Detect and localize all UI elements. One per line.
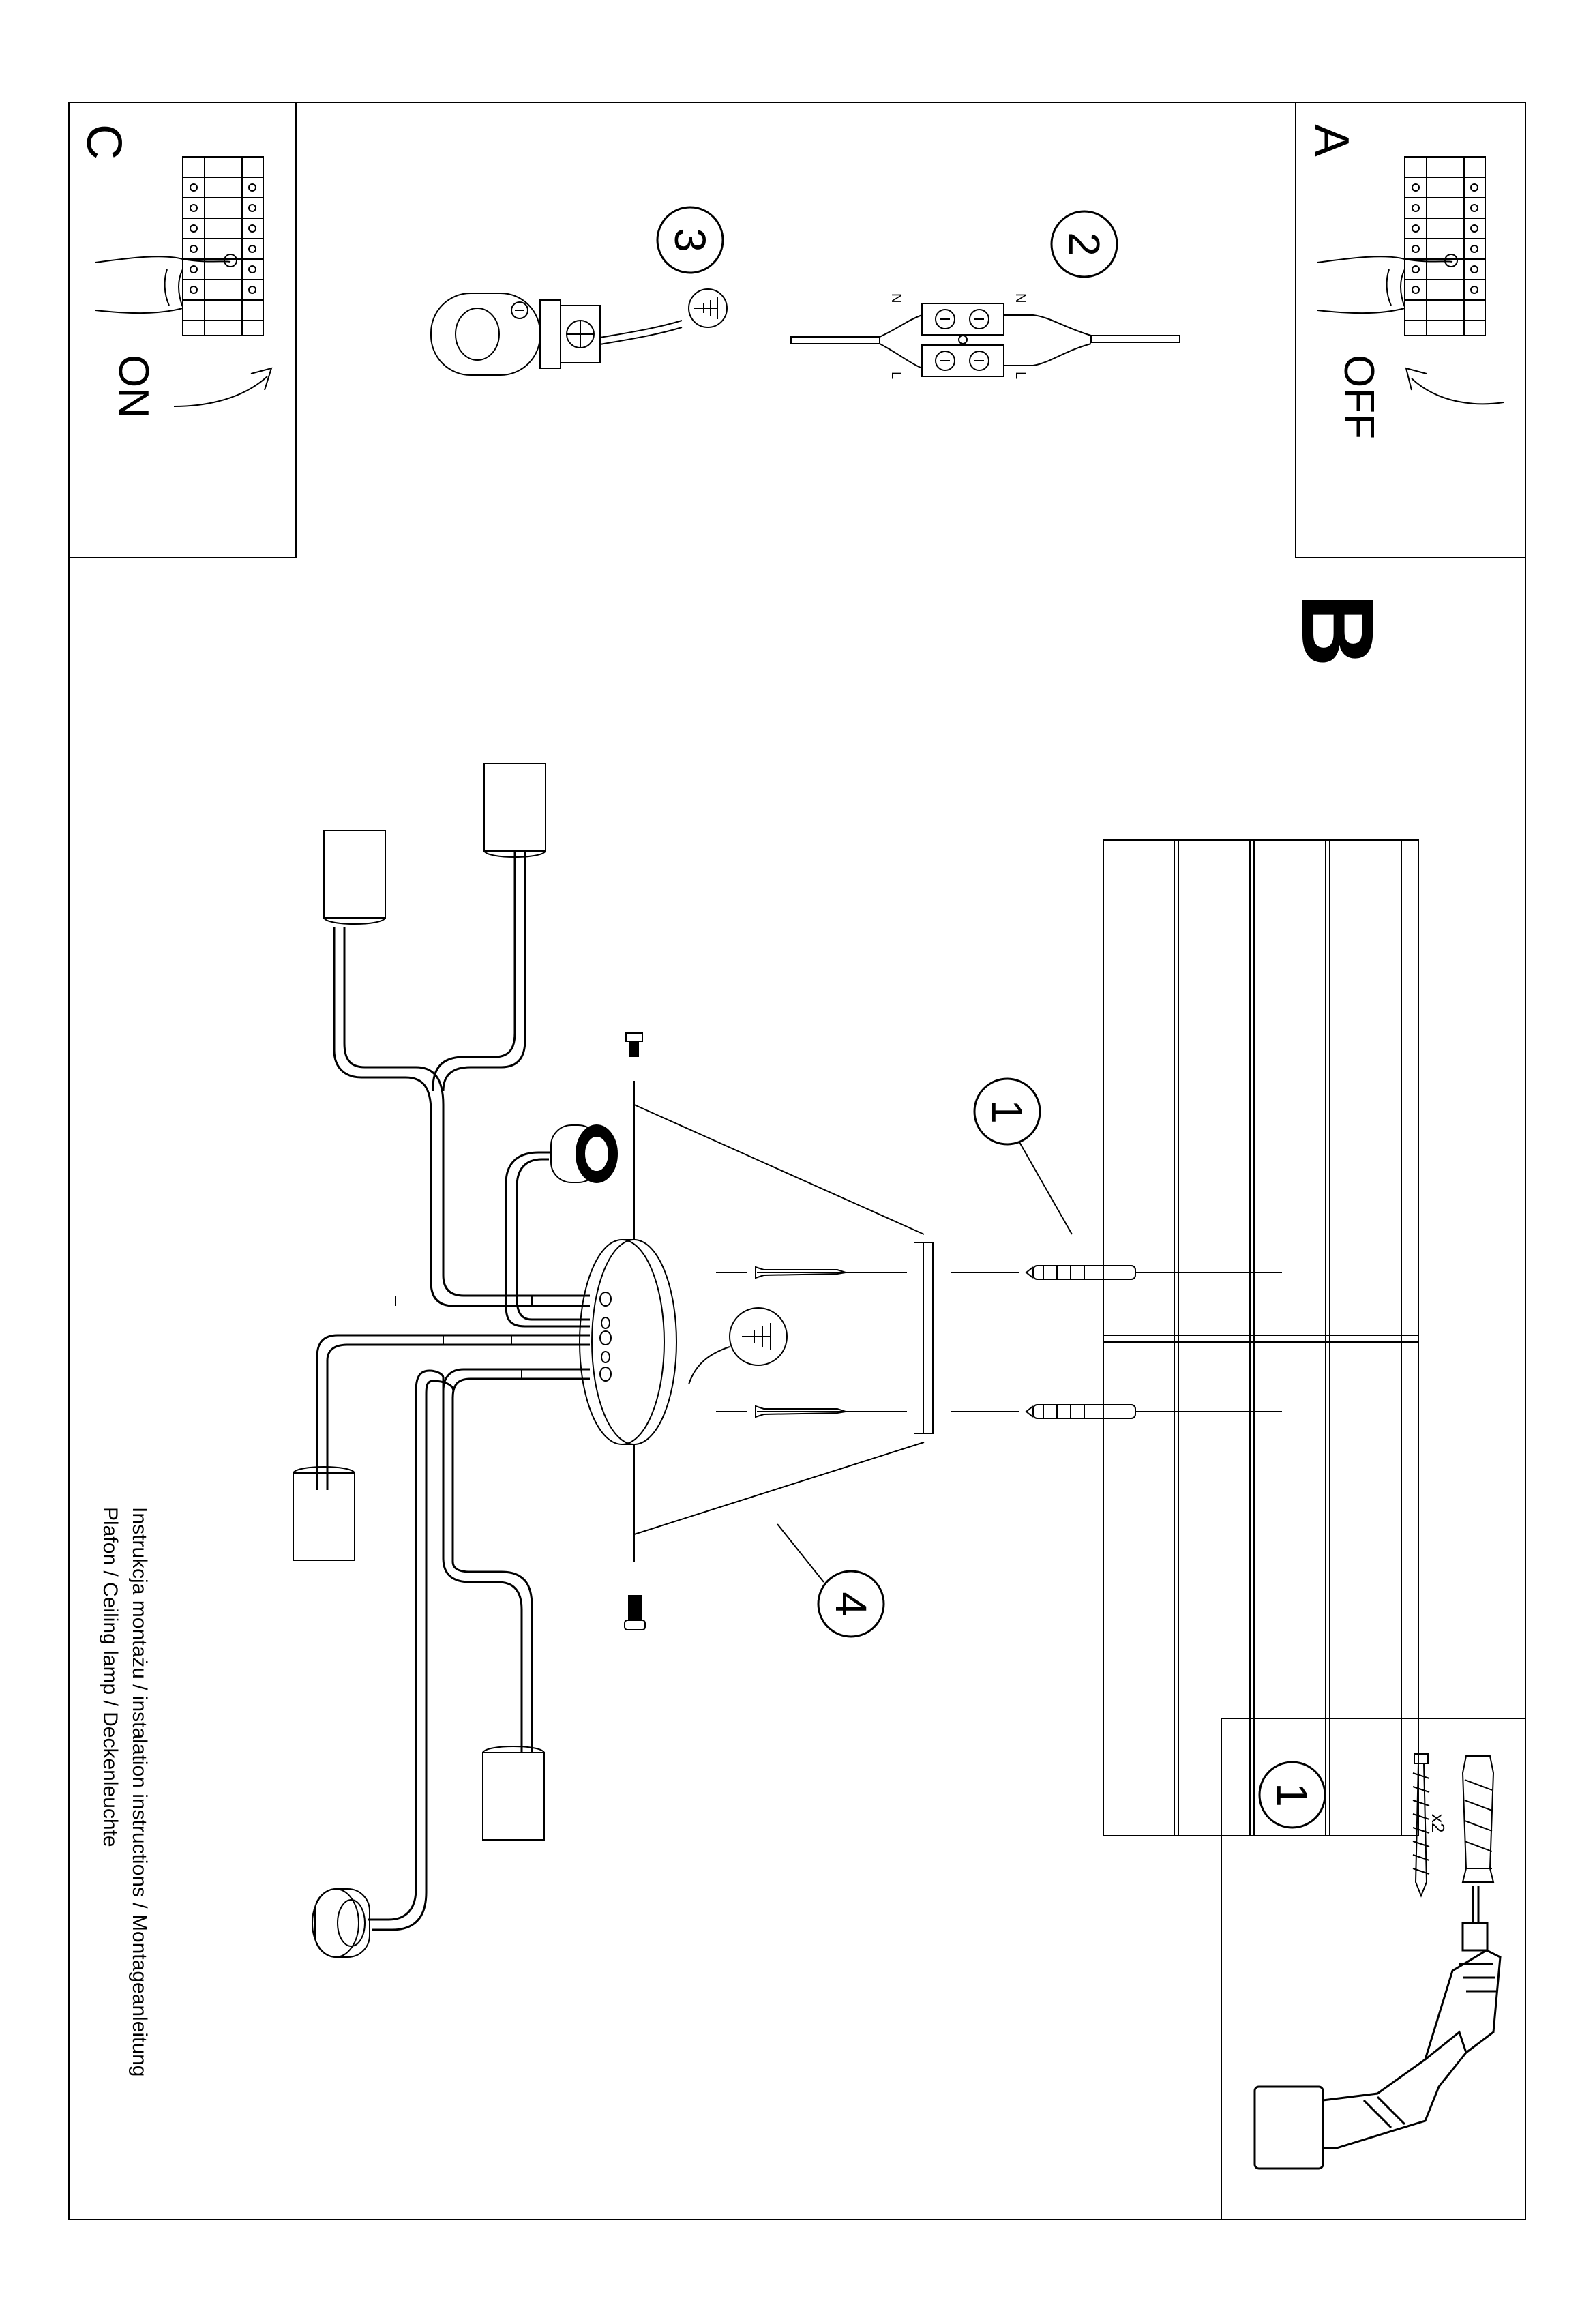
decorative-screw-bottom <box>624 1595 646 1630</box>
ceiling-boards <box>1103 839 1419 1836</box>
hardware-box: 1 x2 <box>1258 1753 1495 1898</box>
lamp-cup-bottom-left <box>312 1888 370 1958</box>
lamp-holder-upper-right <box>483 763 546 858</box>
canopy-arm-stubs <box>599 1292 612 1382</box>
wire-connector-detail <box>790 303 1180 377</box>
ground-symbol-icon <box>688 288 728 328</box>
svg-text:N: N <box>889 293 904 303</box>
wall-plug-icon <box>1461 1755 1495 1883</box>
switch-label-off: OFF <box>1335 355 1382 439</box>
panel-c: C ON <box>76 124 273 418</box>
bracket-screws <box>716 1266 846 1418</box>
lamp-cup-middle <box>550 1124 618 1183</box>
svg-text:L: L <box>1013 372 1028 379</box>
decorative-screw-top <box>625 1032 643 1057</box>
step-1-badge: 1 <box>973 1077 1073 1235</box>
hand-icon <box>95 256 231 314</box>
panel-b-letter: B <box>1281 593 1395 667</box>
step-4-badge: 4 <box>777 1523 885 1638</box>
lamp-holder-upper-left <box>323 830 386 925</box>
svg-text:L: L <box>889 372 904 379</box>
arrow-curve-icon <box>173 367 273 407</box>
wire-marks: N N L L <box>889 293 1028 379</box>
panel-a-letter: A <box>1304 124 1358 157</box>
hand-icon <box>1317 256 1453 314</box>
caption-line-2: Plafon / Ceiling lamp / Deckenleuchte <box>99 1507 121 1847</box>
hardware-step-number: 1 <box>1268 1783 1317 1807</box>
step-1-number: 1 <box>983 1099 1032 1124</box>
lamp-holder-left <box>293 1466 355 1561</box>
step-2-number: 2 <box>1060 232 1109 256</box>
wall-plug-lower <box>951 1404 1282 1419</box>
arrow-curve-icon <box>1405 367 1504 405</box>
svg-text:N: N <box>1013 293 1028 303</box>
ground-symbol-icon <box>688 1307 788 1385</box>
wall-plug-upper <box>951 1265 1282 1280</box>
hardware-quantity: x2 <box>1428 1814 1448 1832</box>
switch-label-on: ON <box>110 355 157 418</box>
drill-icon <box>1253 1886 1502 2170</box>
step-3-number: 3 <box>666 228 715 252</box>
canopy <box>579 1239 677 1445</box>
panel-a: A OFF <box>1304 124 1504 439</box>
step-3-badge: 3 <box>656 206 724 274</box>
canopy-guides <box>633 1081 925 1562</box>
breaker-box-a <box>1404 156 1486 336</box>
caption-line-1: Instrukcja montażu / instalation instruc… <box>128 1507 151 2076</box>
breaker-box-c <box>182 156 264 336</box>
step-2-badge: 2 <box>1050 210 1118 278</box>
lamp-arms <box>316 852 590 1931</box>
arm-joint-lines <box>395 1296 533 1379</box>
ground-connection-detail <box>430 293 683 376</box>
lamp-holder-lower-right <box>482 1746 545 1841</box>
frame <box>68 102 1526 2220</box>
screw-icon <box>1412 1753 1430 1898</box>
step-4-number: 4 <box>826 1592 876 1616</box>
mounting-bracket <box>757 1242 934 1434</box>
panel-c-letter: C <box>76 124 131 160</box>
